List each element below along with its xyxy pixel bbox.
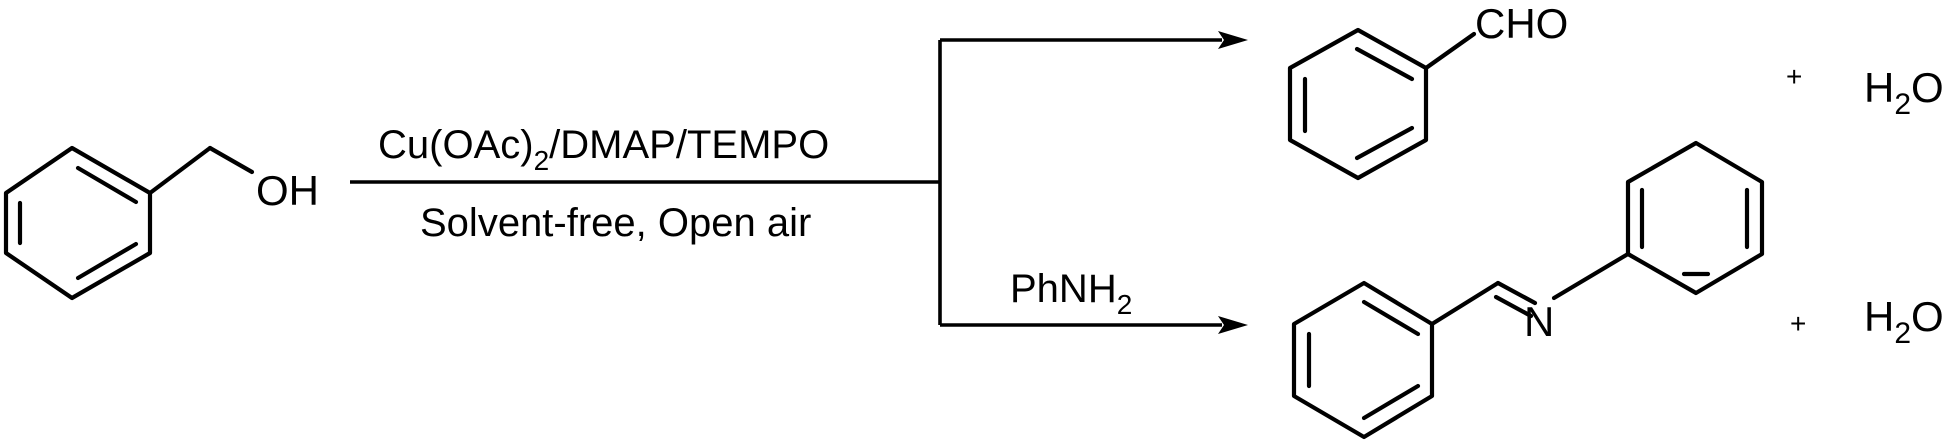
- benzylidene-ring: [1291, 280, 1435, 440]
- benzaldehyde-structure: CHO: [1287, 0, 1568, 181]
- c-o-bond: [207, 145, 255, 175]
- n-aryl-bond: [1551, 251, 1631, 301]
- imine-double-bond-inner: [1493, 294, 1534, 319]
- aldehyde-label: CHO: [1475, 0, 1568, 47]
- upper-arrow-head: [1218, 31, 1248, 49]
- benzene-ring: [3, 145, 153, 301]
- nitrogen-label: N: [1524, 298, 1554, 345]
- imine-structure: N: [1291, 140, 1765, 440]
- water-label-upper: H2O: [1864, 64, 1944, 121]
- hydroxyl-label: OH: [256, 167, 319, 214]
- aldehyde-bond: [1423, 31, 1477, 71]
- catalyst-conditions: Cu(OAc)2/DMAP/TEMPO: [378, 123, 829, 176]
- benzene-ring: [1287, 27, 1429, 181]
- aniline-ring: [1625, 140, 1765, 296]
- aniline-reagent: PhNH2: [1010, 267, 1132, 320]
- water-label-lower: H2O: [1864, 293, 1944, 350]
- lower-arrow-head: [1218, 316, 1248, 334]
- ch-bond: [1429, 280, 1501, 327]
- benzyl-alcohol-structure: OH: [3, 145, 319, 301]
- imine-double-bond-outer: [1495, 280, 1538, 306]
- plus-sign-upper: +: [1786, 61, 1802, 92]
- reaction-arrows: [350, 31, 1248, 334]
- ch2-bond: [147, 145, 213, 196]
- plus-sign-lower: +: [1790, 308, 1806, 339]
- medium-conditions: Solvent-free, Open air: [420, 201, 811, 245]
